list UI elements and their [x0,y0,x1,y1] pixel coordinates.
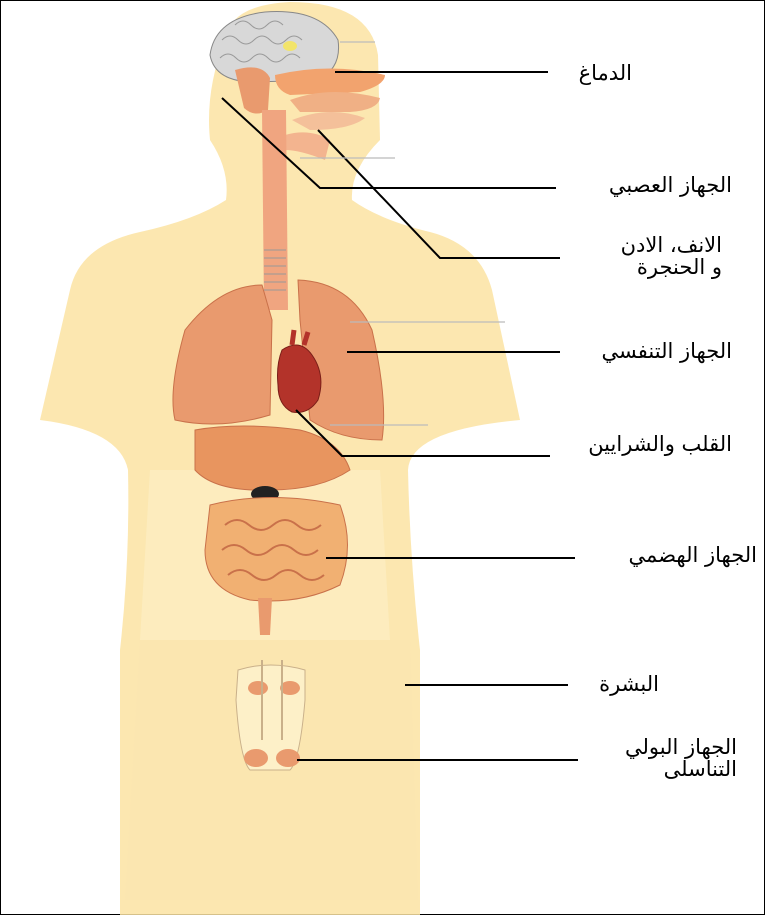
label-skin: البشرة [599,673,659,695]
label-brain: الدماغ [579,62,632,84]
label-nervous-system: الجهاز العصبي [609,174,732,196]
label-ear-nose-throat: الانف، الادن و الحنجرة [621,234,722,278]
label-heart-arteries: القلب والشرايين [588,433,732,455]
label-urogenital-system: الجهاز البولي التناسلى [625,736,737,780]
trachea [262,110,288,310]
thalamus [283,41,297,51]
urogenital-system [236,660,305,770]
label-digestive-system: الجهاز الهضمي [629,544,757,566]
label-respiratory-system: الجهاز التنفسي [602,340,732,362]
